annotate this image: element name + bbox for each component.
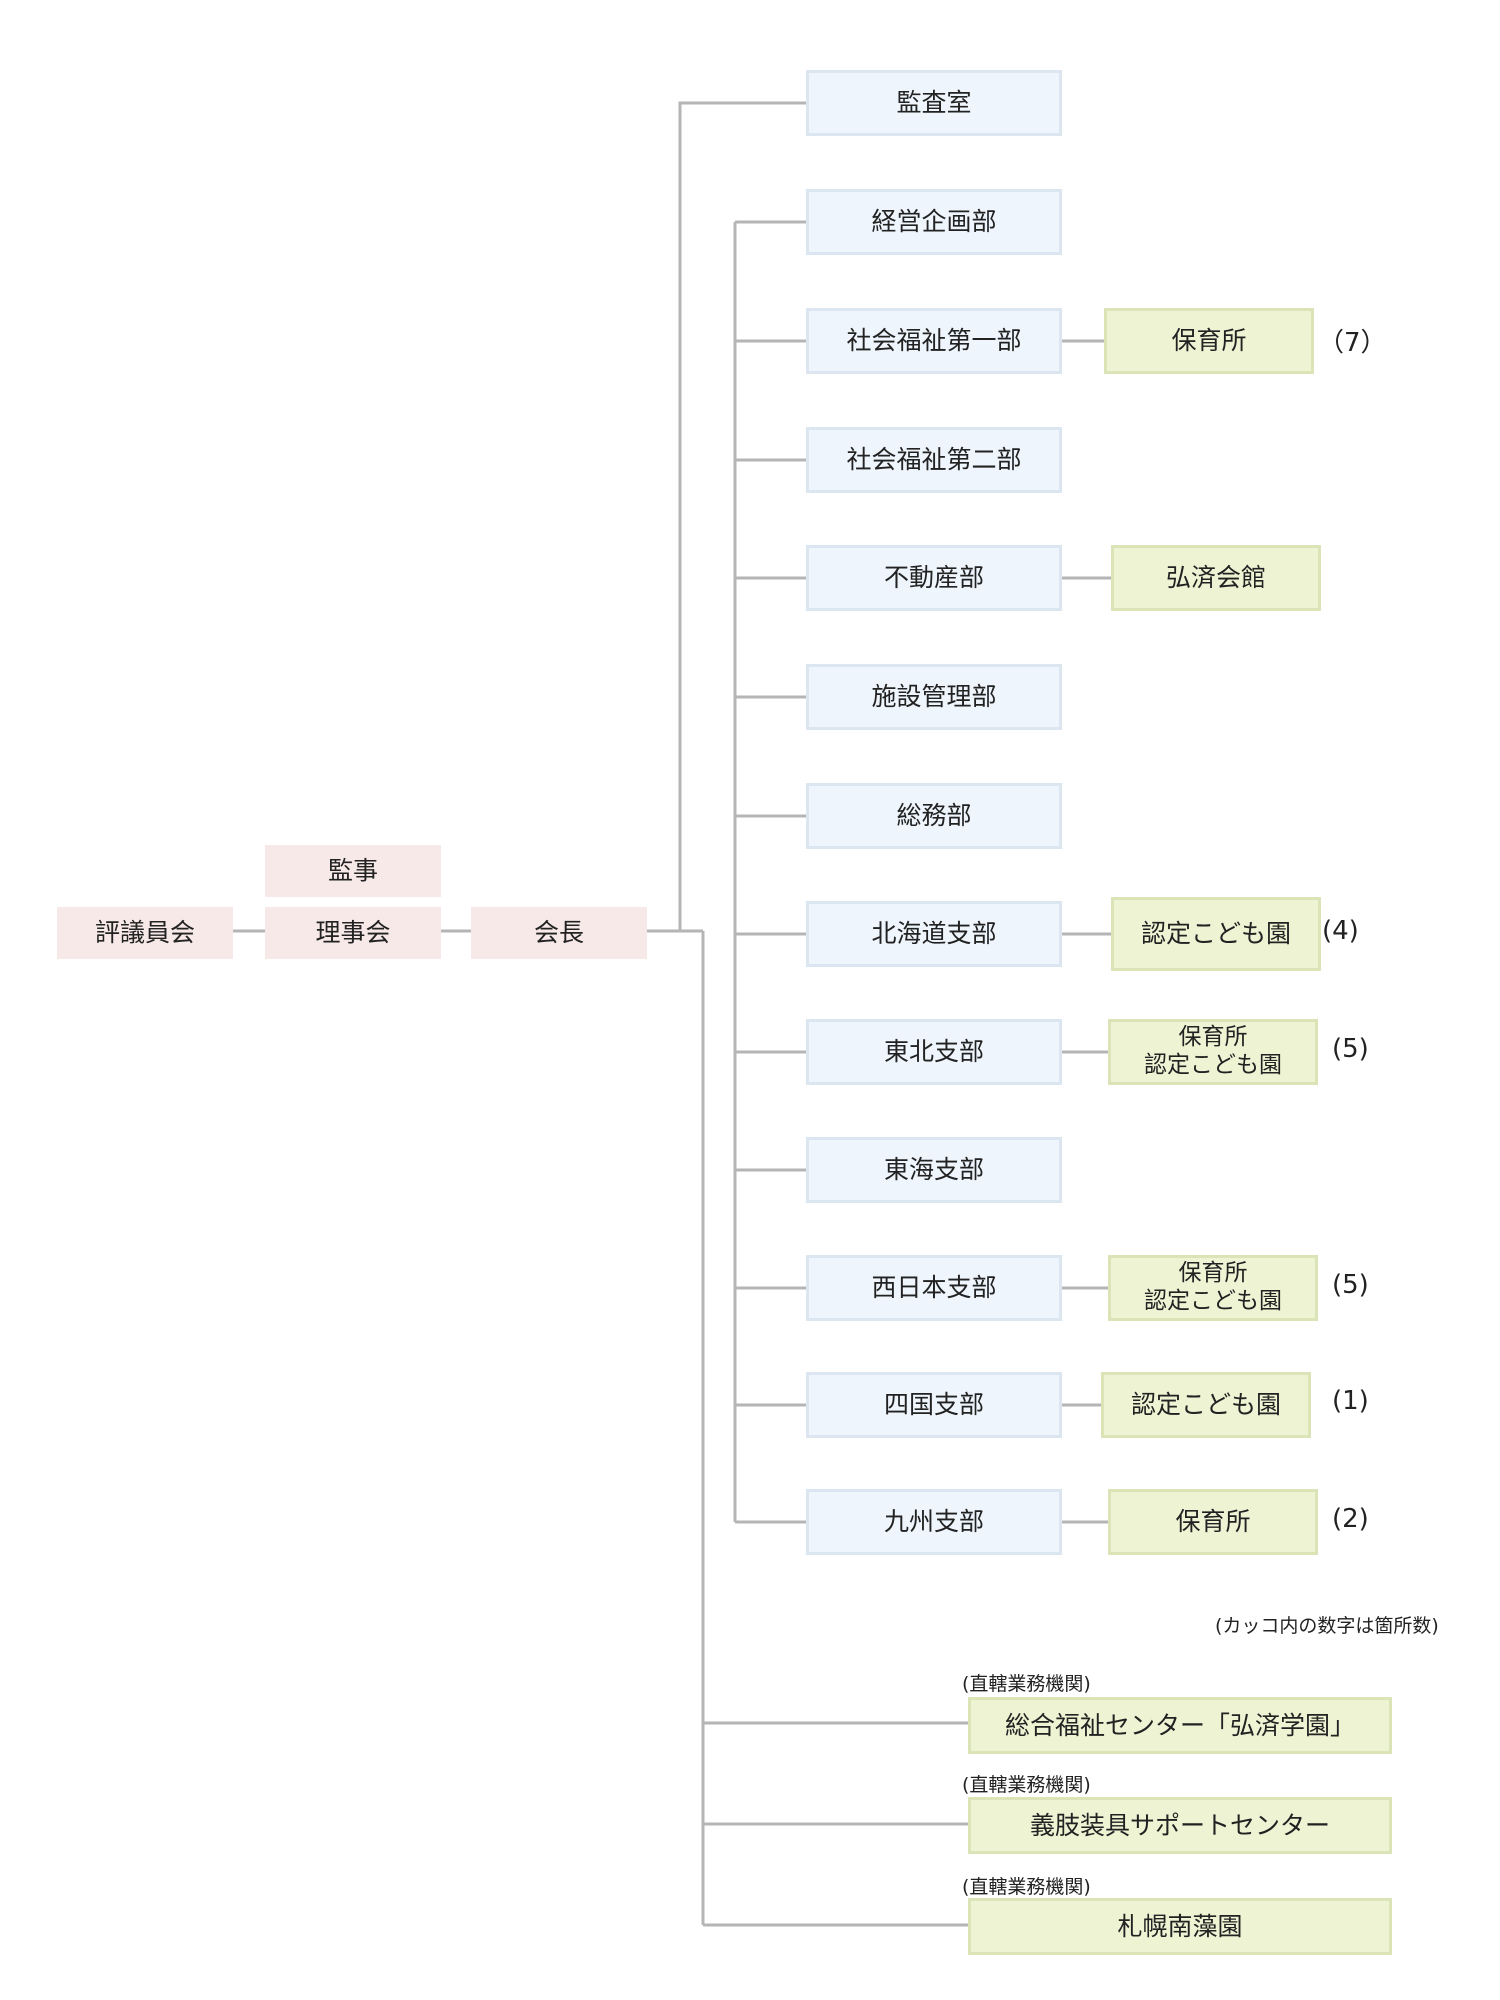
dept-label: 西日本支部 <box>871 1273 997 1303</box>
facility-label: 保育所 <box>1175 1507 1251 1537</box>
direct-institution-prosthetics: 義肢装具サポートセンター <box>968 1797 1392 1854</box>
direct-institution-sapporo: 札幌南藻園 <box>968 1898 1392 1955</box>
facility-label: 保育所 <box>1178 1024 1248 1051</box>
chairman-label: 会長 <box>533 918 584 948</box>
dept-label: 東海支部 <box>883 1155 984 1185</box>
facility-kyushu: 保育所 <box>1108 1489 1318 1555</box>
dept-real-estate: 不動産部 <box>806 545 1062 611</box>
count-note: (カッコ内の数字は箇所数) <box>1215 1615 1439 1637</box>
facility-label: 認定こども園 <box>1140 919 1291 949</box>
facility-count: (4) <box>1322 916 1359 946</box>
facility-nishinihon: 保育所 認定こども園 <box>1108 1255 1318 1321</box>
dept-label: 総務部 <box>896 801 972 831</box>
dept-label: 不動産部 <box>883 563 984 593</box>
facility-count: (5) <box>1332 1034 1369 1064</box>
facility-welfare1: 保育所 <box>1104 308 1314 374</box>
dept-shikoku: 四国支部 <box>806 1372 1062 1438</box>
facility-label: 保育所 <box>1178 1260 1248 1287</box>
dept-label: 経営企画部 <box>871 207 997 237</box>
dept-tokai: 東海支部 <box>806 1137 1062 1203</box>
facility-label: 弘済会館 <box>1165 563 1266 593</box>
dept-general-affairs: 総務部 <box>806 783 1062 849</box>
dept-facility-mgmt: 施設管理部 <box>806 664 1062 730</box>
dept-audit-office: 監査室 <box>806 70 1062 136</box>
dept-label: 北海道支部 <box>871 919 997 949</box>
facility-hokkaido: 認定こども園 <box>1111 897 1321 971</box>
dept-label: 東北支部 <box>883 1037 984 1067</box>
direct-institution-label: 義肢装具サポートセンター <box>1029 1810 1330 1840</box>
dept-welfare-1: 社会福祉第一部 <box>806 308 1062 374</box>
direct-label: (直轄業務機関) <box>962 1774 1091 1796</box>
direct-label: (直轄業務機関) <box>962 1673 1091 1695</box>
facility-realestate: 弘済会館 <box>1111 545 1321 611</box>
facility-shikoku: 認定こども園 <box>1101 1372 1311 1438</box>
chairman-box: 会長 <box>471 907 647 959</box>
dept-welfare-2: 社会福祉第二部 <box>806 427 1062 493</box>
dept-nishinihon: 西日本支部 <box>806 1255 1062 1321</box>
dept-planning: 経営企画部 <box>806 189 1062 255</box>
council-box: 評議員会 <box>57 907 233 959</box>
direct-label: (直轄業務機関) <box>962 1876 1091 1898</box>
facility-count: （7） <box>1318 328 1387 358</box>
facility-label: 保育所 <box>1171 326 1247 356</box>
direct-institution-label: 総合福祉センター「弘済学園」 <box>1004 1710 1355 1740</box>
direct-institution-label: 札幌南藻園 <box>1117 1911 1243 1941</box>
board-box: 理事会 <box>265 907 441 959</box>
facility-count: (1) <box>1332 1386 1369 1416</box>
auditor-label: 監事 <box>327 856 378 886</box>
dept-tohoku: 東北支部 <box>806 1019 1062 1085</box>
dept-label: 監査室 <box>896 88 972 118</box>
dept-hokkaido: 北海道支部 <box>806 901 1062 967</box>
dept-kyushu: 九州支部 <box>806 1489 1062 1555</box>
dept-label: 社会福祉第一部 <box>846 326 1022 356</box>
dept-label: 社会福祉第二部 <box>846 445 1022 475</box>
facility-tohoku: 保育所 認定こども園 <box>1108 1019 1318 1085</box>
facility-label: 認定こども園 <box>1144 1288 1282 1314</box>
auditor-box: 監事 <box>265 845 441 897</box>
facility-label: 認定こども園 <box>1130 1390 1281 1420</box>
dept-label: 四国支部 <box>883 1390 984 1420</box>
connector-audit-office <box>678 101 806 931</box>
board-label: 理事会 <box>315 918 391 948</box>
dept-label: 九州支部 <box>883 1507 984 1537</box>
dept-label: 施設管理部 <box>871 682 997 712</box>
direct-institution-kosai-gakuen: 総合福祉センター「弘済学園」 <box>968 1697 1392 1754</box>
facility-count: (2) <box>1332 1504 1369 1534</box>
facility-label: 認定こども園 <box>1144 1052 1282 1078</box>
facility-count: (5) <box>1332 1270 1369 1300</box>
council-label: 評議員会 <box>94 918 195 948</box>
